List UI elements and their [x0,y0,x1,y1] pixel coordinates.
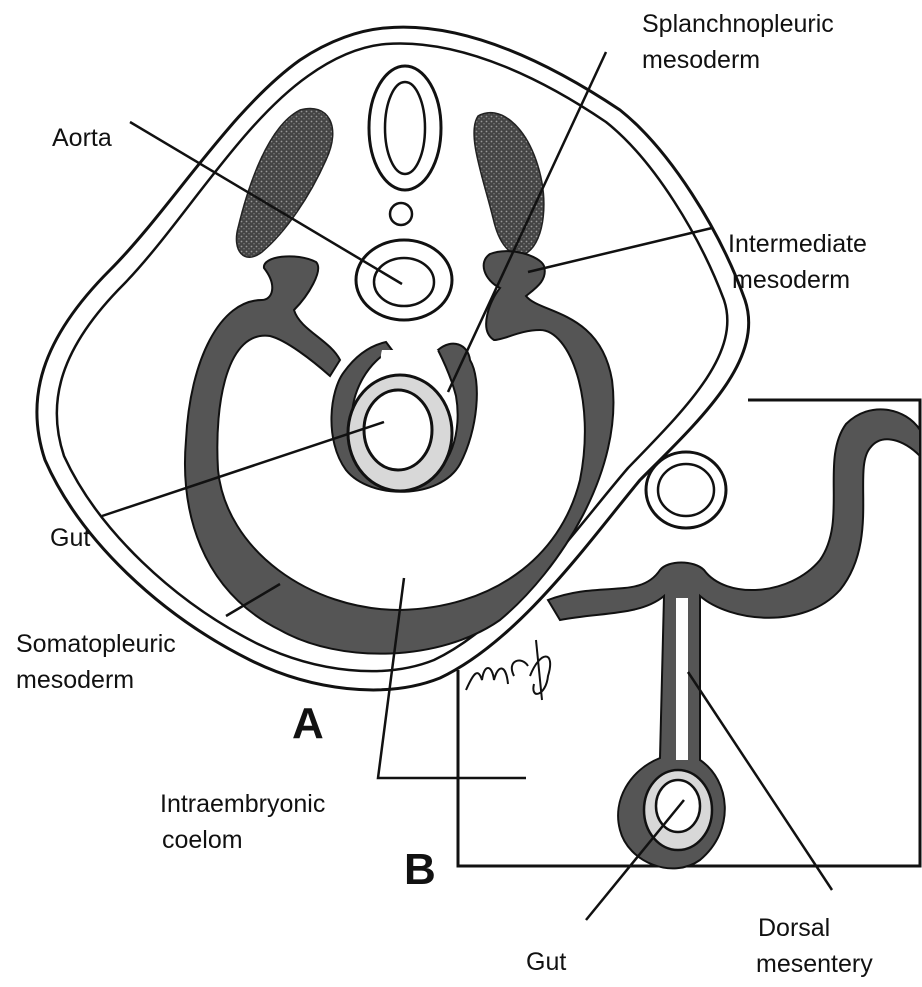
label-aorta: Aorta [52,122,112,154]
label-dorsal-line1: Dorsal [758,912,830,944]
gut-a [348,375,452,491]
label-gut-a: Gut [50,522,90,554]
label-splanchnopleuric-line1: Splanchnopleuric [642,8,834,40]
label-gut-b: Gut [526,946,566,978]
label-coelom-line2: coelom [162,824,243,856]
notochord [390,203,412,225]
neural-tube [369,66,441,190]
label-somatopleuric-line2: mesoderm [16,664,134,696]
label-dorsal-line2: mesentery [756,948,873,980]
label-somatopleuric-line1: Somatopleuric [16,628,176,660]
label-intermediate-line1: Intermediate [728,228,867,260]
panel-label-b: B [404,846,436,894]
aorta [356,240,452,320]
label-coelom-line1: Intraembryonic [160,788,325,820]
label-intermediate-line2: mesoderm [732,264,850,296]
label-splanchnopleuric-line2: mesoderm [642,44,760,76]
panel-label-a: A [292,700,324,748]
